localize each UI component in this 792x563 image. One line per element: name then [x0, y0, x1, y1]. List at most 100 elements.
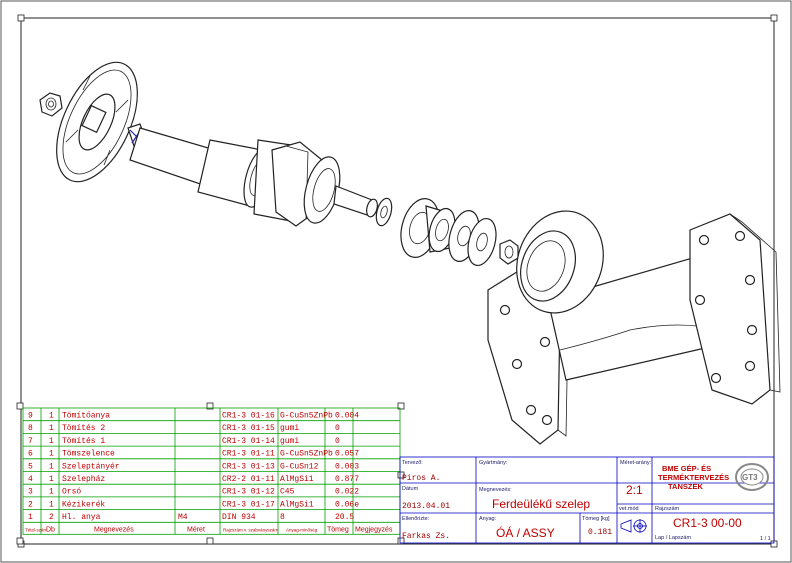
- bom-cell-name: Orsó: [62, 488, 81, 497]
- bom-cell-drawing: CR1-3 01-11: [222, 450, 275, 459]
- spindle-tip-part: [333, 185, 393, 227]
- bom-cell-item: 7: [28, 437, 33, 446]
- org-logo-text: GT3: [742, 473, 758, 482]
- bom-header-cell: Méret: [187, 526, 205, 533]
- bom-cell-name: Hl. anya: [62, 513, 101, 522]
- bom-cell-item: 4: [28, 475, 33, 484]
- seal-rings-part: [448, 210, 497, 267]
- bom-header-cell: Megnevezés: [94, 526, 134, 533]
- bom-cell-material: G-CuSn12: [280, 462, 319, 471]
- sheet-number: 1 / 1: [760, 536, 771, 542]
- checker-value: Farkas Zs.: [402, 532, 450, 541]
- bom-cell-name: Szeleptányér: [62, 462, 120, 471]
- bom-cell-material: gumi: [280, 424, 299, 433]
- frame-handles[interactable]: [16, 14, 778, 548]
- bom-cell-material: G-CuSn5ZnPb: [280, 450, 333, 459]
- bom-cell-item: 9: [28, 412, 33, 421]
- bom-cell-drawing: CR1-3 01-13: [222, 462, 275, 471]
- designer-value: Piros A.: [402, 474, 440, 483]
- org-line-3: TANSZÉK: [668, 482, 703, 491]
- bom-cell-qty: 1: [49, 462, 54, 471]
- bom-cell-mass: 0.06e: [335, 500, 359, 509]
- bom-header-cell: Tömeg: [327, 526, 349, 533]
- bom-header-cell: Rajzszám v. szabványszám: [223, 527, 278, 532]
- hex-nut-part: [39, 92, 63, 117]
- scale-label: Méret-arány:: [620, 460, 652, 466]
- scale-value: 2:1: [626, 483, 643, 497]
- bom-cell-name: Tömszelence: [62, 450, 115, 459]
- bom-cell-drawing: CR1-3 01-16: [222, 412, 275, 421]
- bom-cell-item: 6: [28, 450, 33, 459]
- projection-label: vet.mód: [619, 506, 639, 512]
- checker-label: Ellenőrizte:: [402, 516, 430, 522]
- bom-cell-material: AlMgSi1: [280, 475, 314, 484]
- bom-cell-drawing: CR1-3 01-17: [222, 500, 275, 509]
- inner-frame: [20, 17, 775, 545]
- valve-disc-part: [499, 239, 519, 265]
- bom-cell-material: gumi: [280, 437, 299, 446]
- bom-cell-drawing: CR1-3 01-15: [222, 424, 275, 433]
- material-value: ÓÁ / ASSY: [496, 525, 555, 540]
- org-line-1: BME GÉP- ÉS: [662, 464, 711, 473]
- bom-cell-drawing: CR2-2 01-11: [222, 475, 275, 484]
- bom-cell-qty: 1: [49, 424, 54, 433]
- org-line-2: TERMÉKTERVEZÉS: [658, 473, 729, 482]
- bom-cell-size: M4: [178, 513, 188, 522]
- drawing-number-label: Rajzszám: [655, 506, 680, 512]
- bom-cell-mass: 0: [335, 437, 340, 446]
- bom-cell-material: C45: [280, 488, 295, 497]
- bom-cell-item: 5: [28, 462, 33, 471]
- gland-part: [253, 139, 341, 227]
- mass-value: 0.181: [588, 528, 612, 537]
- company-label: Gyártmány:: [479, 460, 508, 466]
- bom-cell-name: Tömítés 2: [62, 424, 105, 433]
- bom-cell-material: AlMgSi1: [280, 500, 314, 509]
- bom-cell-mass: 0.022: [335, 488, 359, 497]
- bom-cell-qty: 1: [49, 500, 54, 509]
- bom-cell-item: 3: [28, 488, 33, 497]
- material-label: Anyag:: [479, 516, 497, 522]
- designer-label: Tervező:: [402, 460, 423, 466]
- bom-cell-qty: 1: [49, 437, 54, 446]
- bom-cell-qty: 1: [49, 475, 54, 484]
- bom-cell-mass: 0.004: [335, 412, 359, 421]
- bom-cell-material: 8: [280, 513, 285, 522]
- bom-cell-qty: 2: [49, 513, 54, 522]
- bom-cell-qty: 1: [49, 488, 54, 497]
- name-label: Megnevezés:: [479, 487, 512, 493]
- title-block: Tervező: Piros A. Dátum 2013.04.01 Ellen…: [399, 456, 775, 544]
- bom-cell-drawing: CR1-3 01-14: [222, 437, 275, 446]
- drawing-name: Ferdeülékű szelep: [492, 497, 590, 511]
- date-label: Dátum: [402, 486, 419, 492]
- bom-cell-name: Tömítés 1: [62, 437, 105, 446]
- bom-cell-name: Kézikerék: [62, 500, 105, 509]
- bom-cell-mass: 0.877: [335, 475, 359, 484]
- projection-symbol-icon: [620, 519, 647, 533]
- bom-header-cell: Anyag-minőség: [286, 527, 318, 532]
- bom-cell-item: 2: [28, 500, 33, 509]
- bom-cell-mass: 0.003: [335, 462, 359, 471]
- exploded-assembly-drawing: [39, 61, 781, 445]
- bom-cell-item: 1: [28, 513, 33, 522]
- bom-cell-qty: 1: [49, 412, 54, 421]
- bom-header-cell: Tétel-szám: [25, 527, 48, 532]
- sheet-label: Lap / Lapszám: [655, 535, 691, 541]
- packing-nut-part: [400, 198, 456, 258]
- handwheel-part: [56, 61, 147, 183]
- bom-cell-drawing: CR1-3 01-12: [222, 488, 275, 497]
- bom-cell-mass: 0: [335, 424, 340, 433]
- bom-cell-mass: 20.5: [335, 513, 354, 522]
- gt3-logo-icon: GT3: [735, 463, 769, 491]
- bom-cell-mass: 0.057: [335, 450, 359, 459]
- bom-cell-name: Szelepház: [62, 475, 105, 484]
- bom-cell-drawing: DIN 934: [222, 513, 256, 522]
- bom-cell-item: 8: [28, 424, 33, 433]
- valve-body-part: [487, 210, 781, 445]
- bom-cell-material: G-CuSn5ZnPb: [280, 412, 333, 421]
- bom-cell-qty: 1: [49, 450, 54, 459]
- date-value: 2013.04.01: [402, 502, 450, 511]
- bom-cell-name: Tömítőanya: [62, 412, 110, 421]
